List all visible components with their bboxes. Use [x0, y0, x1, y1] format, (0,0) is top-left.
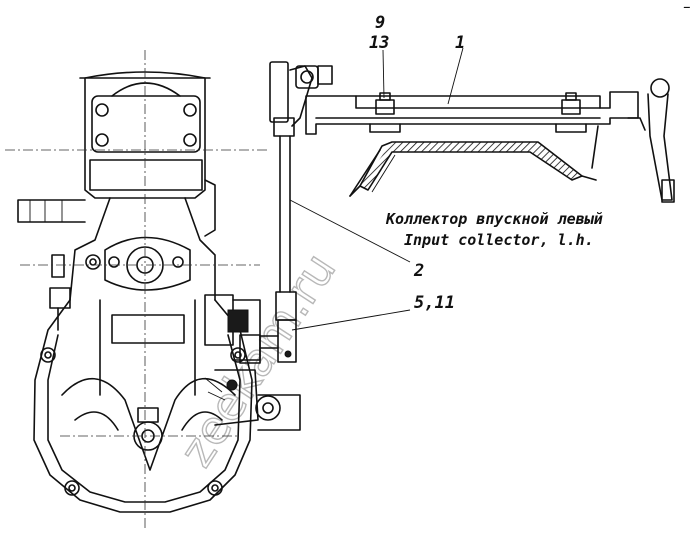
intake-collector — [349, 125, 599, 197]
pump-housing — [5, 50, 301, 530]
control-rod — [259, 61, 297, 363]
label-part-5-11: 5,11 — [414, 293, 455, 313]
label-part-2: 2 — [413, 261, 424, 281]
label-part-9: 9 — [375, 13, 385, 33]
bracket-arm — [289, 65, 675, 203]
label-part-1: 1 — [455, 33, 465, 53]
corner-mark: – — [683, 2, 690, 13]
caption-en: Input collector, l.h. — [404, 231, 594, 249]
caption-ru: Коллектор впускной левый — [385, 210, 603, 228]
leader-lines — [289, 47, 464, 331]
label-part-13: 13 — [369, 33, 389, 53]
